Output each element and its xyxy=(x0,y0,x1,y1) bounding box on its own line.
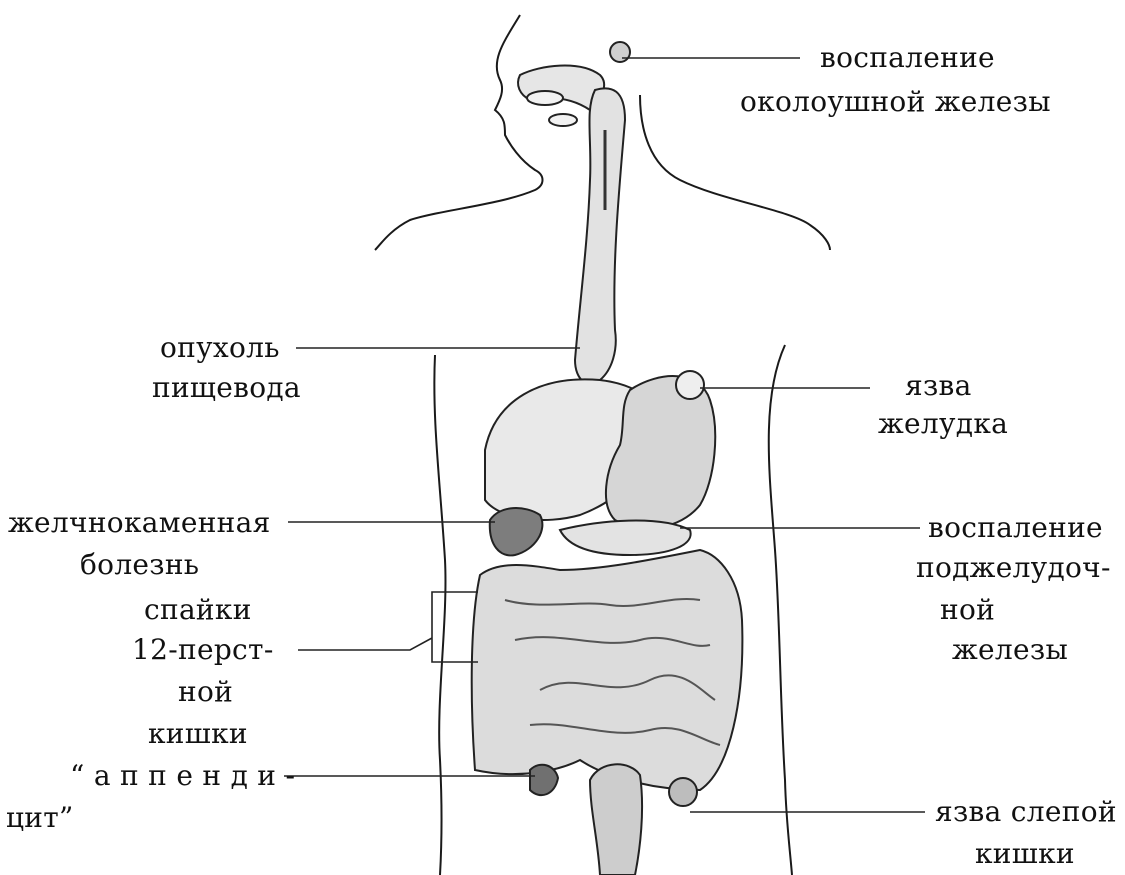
label-duodenum-line2: 12-перст- xyxy=(132,632,274,668)
label-duodenum-line3: ной xyxy=(178,674,233,710)
label-duodenum-line4: кишки xyxy=(148,716,248,752)
label-stomach-line2: желудка xyxy=(878,406,1008,442)
esophagus-organ xyxy=(575,88,625,384)
label-stomach-line1: язва xyxy=(905,368,972,404)
label-appendicitis-line1: “ а п п е н д и - xyxy=(70,758,295,794)
leader-line-duodenum xyxy=(298,592,478,662)
intestines-organ xyxy=(472,550,743,875)
label-parotitis-line2: околоушной железы xyxy=(740,84,1051,120)
label-pancreas-line3: ной xyxy=(940,592,995,628)
label-gallstone-line1: желчнокаменная xyxy=(8,505,271,541)
label-gallstone-line2: болезнь xyxy=(80,547,199,583)
label-appendicitis-line2: цит” xyxy=(6,800,74,836)
label-caecum-line2: кишки xyxy=(975,836,1075,872)
label-esophagus-line1: опухоль xyxy=(160,330,280,366)
label-pancreas-line1: воспаление xyxy=(928,510,1103,546)
label-pancreas-line4: железы xyxy=(952,632,1068,668)
label-parotitis-line1: воспаление xyxy=(820,40,995,76)
label-esophagus-line2: пищевода xyxy=(152,370,301,406)
label-duodenum-line1: спайки xyxy=(144,592,252,628)
label-caecum-line1: язва слепой xyxy=(935,794,1117,830)
label-pancreas-line2: поджелудоч- xyxy=(916,550,1111,586)
